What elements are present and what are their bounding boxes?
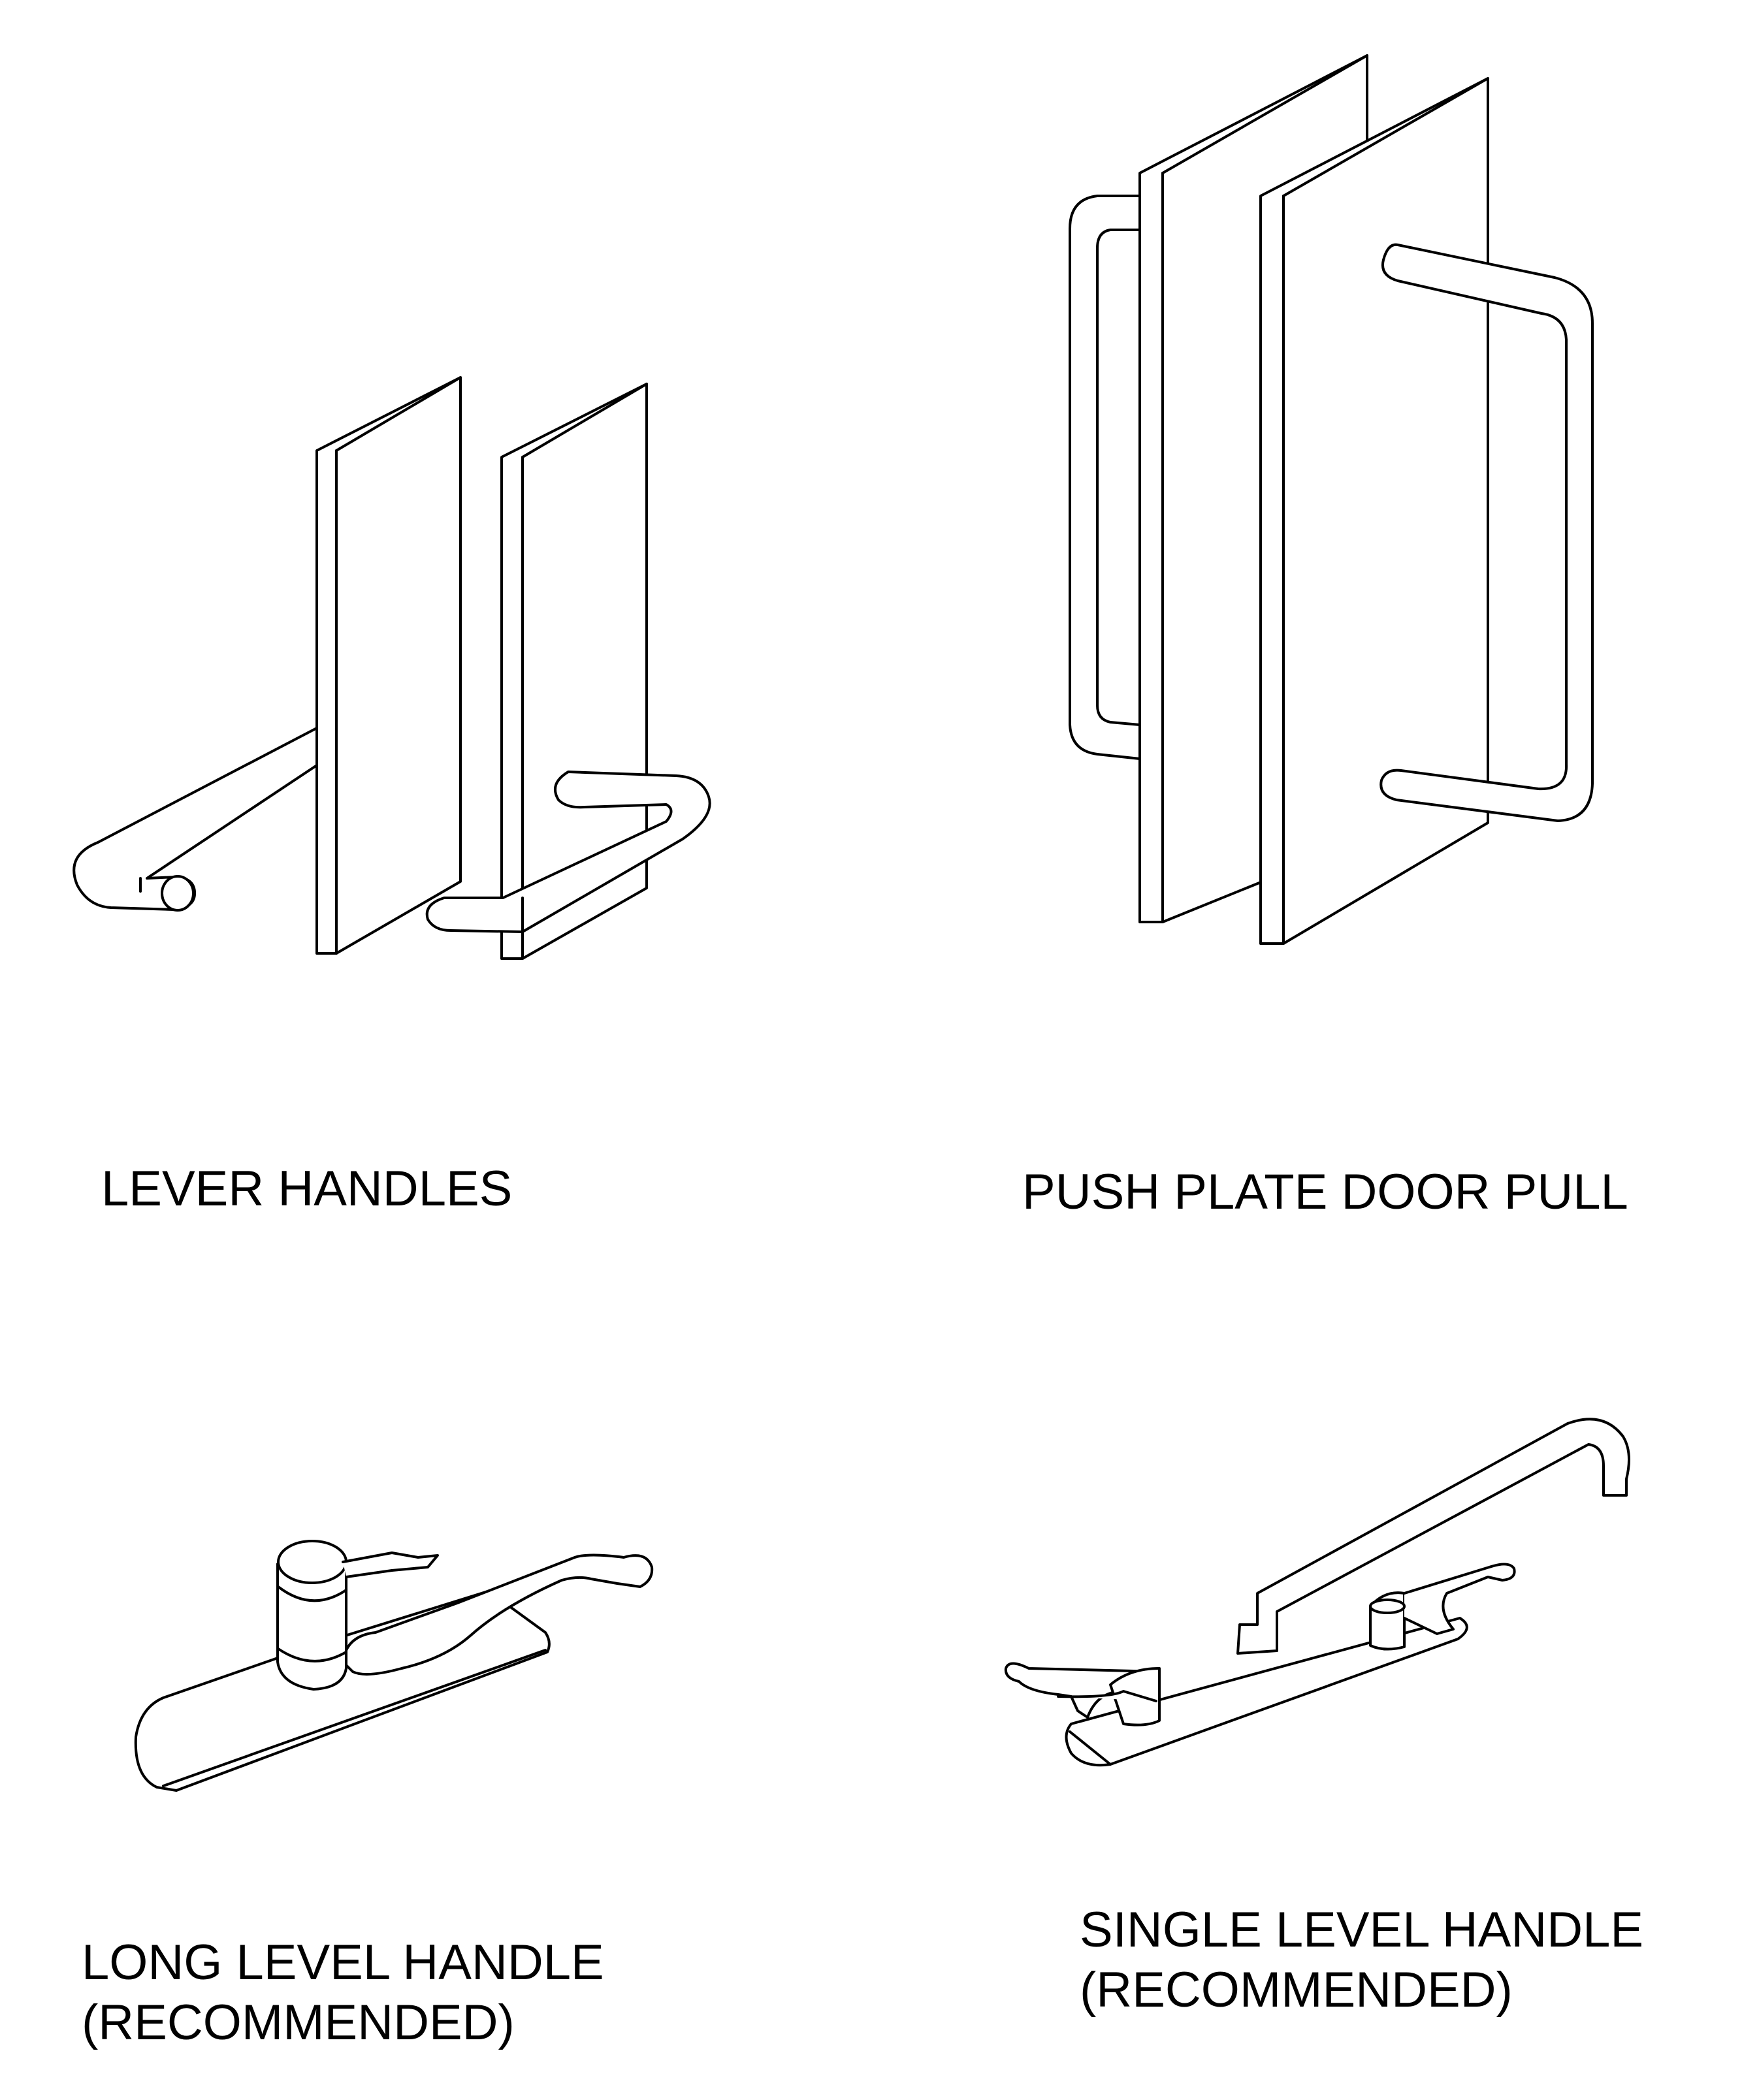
lever-right-door-slab <box>500 383 648 960</box>
long-faucet-lever <box>342 1553 654 1676</box>
push-plate-door-pull-illustration <box>1069 54 1594 945</box>
single-faucet-spout <box>1236 1418 1630 1655</box>
long-faucet-body <box>276 1540 439 1691</box>
caption-long-level-handle-line1: LONG LEVEL HANDLE <box>82 1935 604 1990</box>
single-faucet-right-handle <box>1369 1563 1516 1651</box>
push-right-pull-bar <box>1379 243 1594 822</box>
caption-long-level-handle-line2: (RECOMMENDED) <box>82 1995 515 2050</box>
caption-lever-handles: LEVER HANDLES <box>101 1161 513 1217</box>
caption-single-level-handle-line2: (RECOMMENDED) <box>1080 1962 1513 2018</box>
lever-handles-illustration <box>73 376 711 960</box>
push-right-door-slab <box>1259 77 1489 945</box>
lever-right-handle <box>425 771 711 933</box>
caption-single-level-handle-line1: SINGLE LEVEL HANDLE <box>1080 1902 1644 1958</box>
lever-left-door-slab <box>315 376 462 955</box>
single-faucet-left-handle <box>1004 1662 1161 1726</box>
caption-push-plate-door-pull: PUSH PLATE DOOR PULL <box>1022 1164 1628 1220</box>
caption-single-level-handle: SINGLE LEVEL HANDLE (RECOMMENDED) <box>1080 1900 1643 2020</box>
push-left-pull-bar <box>1069 195 1141 760</box>
single-faucet-base <box>1065 1617 1468 1767</box>
long-level-handle-illustration <box>134 1540 654 1792</box>
single-level-handle-illustration <box>1004 1418 1630 1767</box>
caption-long-level-handle: LONG LEVEL HANDLE (RECOMMENDED) <box>82 1933 604 2053</box>
lever-left-handle <box>73 727 318 912</box>
